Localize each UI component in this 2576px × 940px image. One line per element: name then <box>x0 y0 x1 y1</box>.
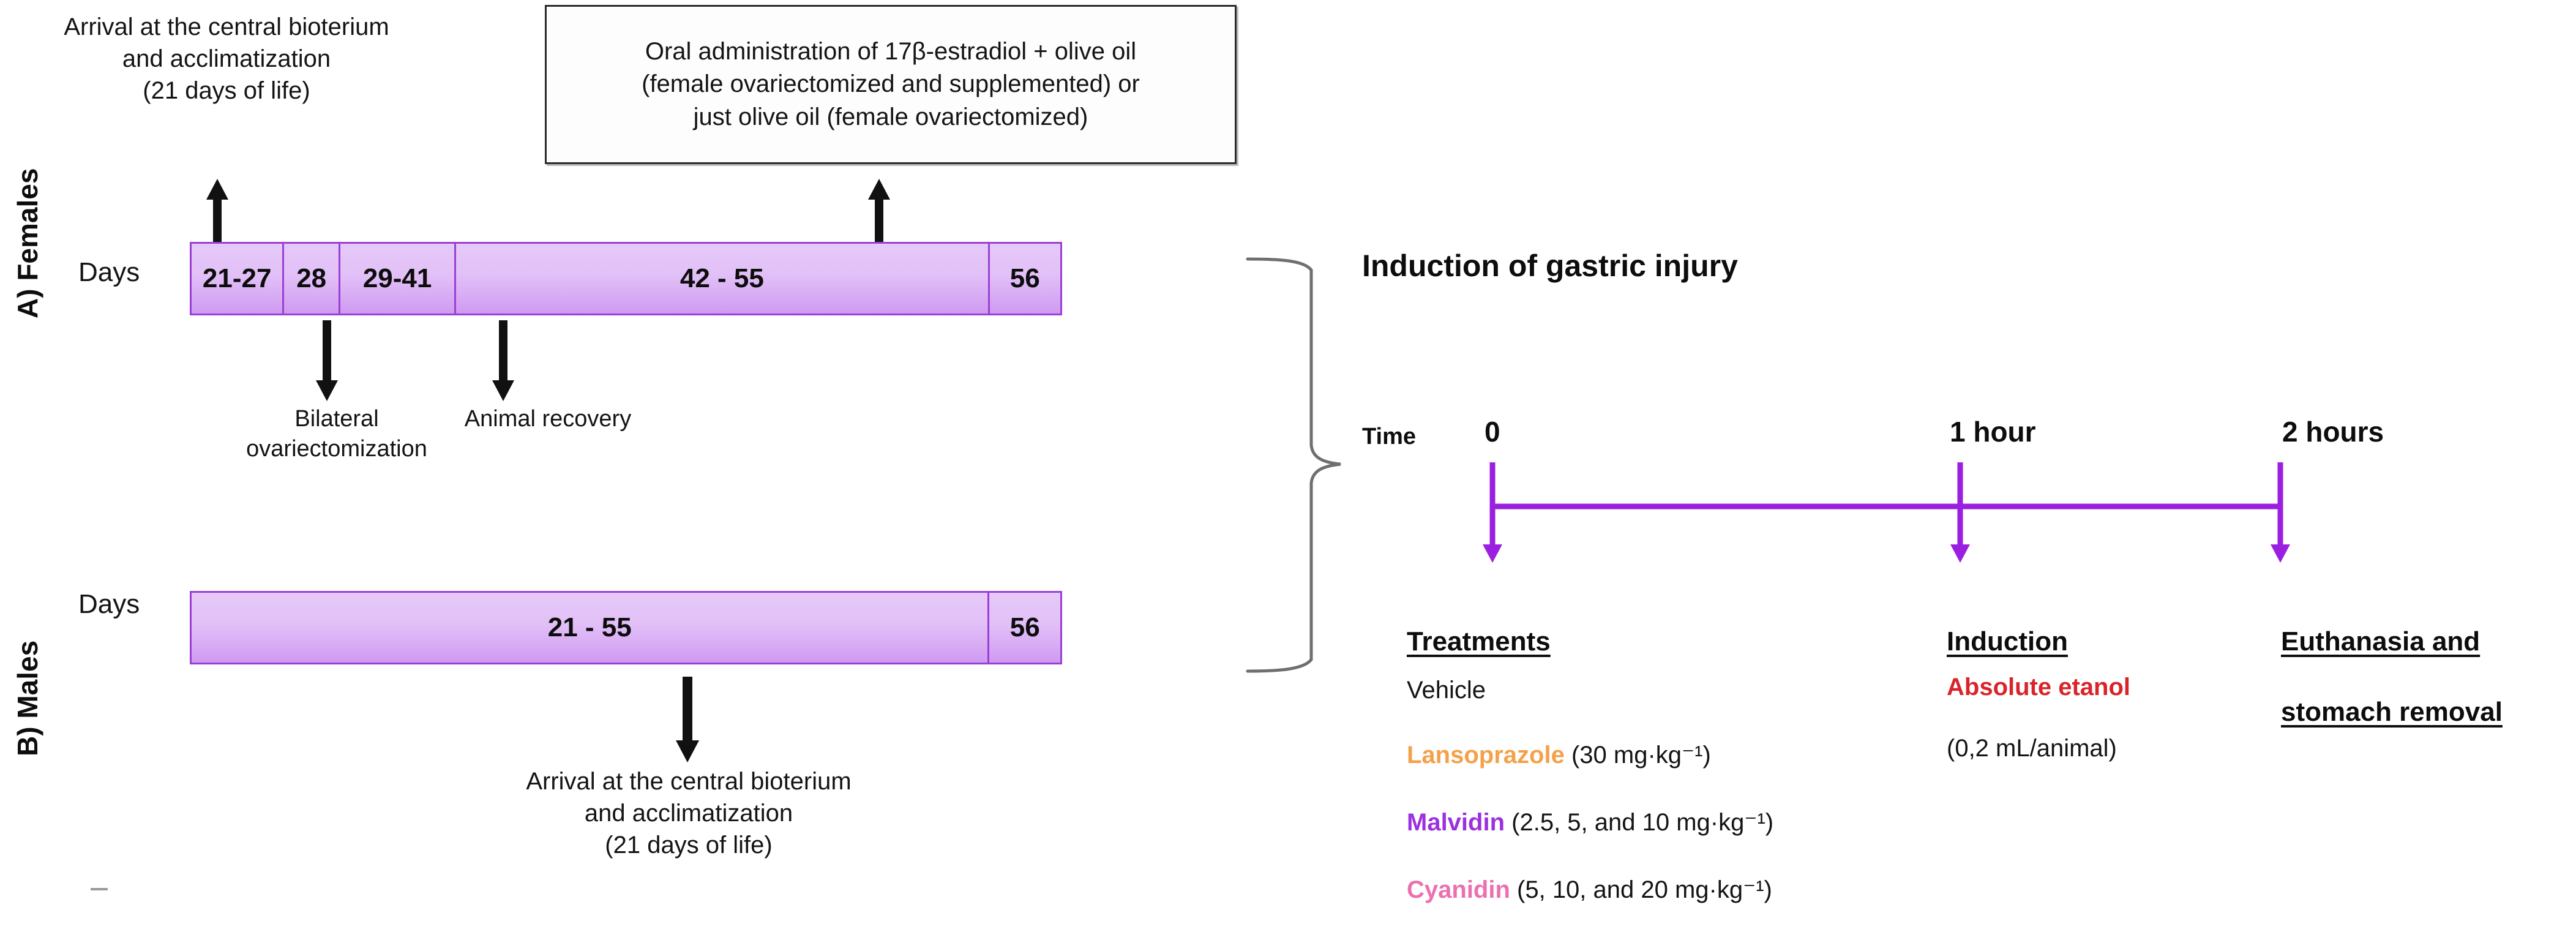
timeline-segment: 56 <box>1009 263 1040 293</box>
arrow-down-arrival-males <box>676 677 699 762</box>
timeline-segment: 56 <box>1009 612 1040 642</box>
column-heading-euthanasia-line1: Euthanasia and <box>2281 626 2481 657</box>
arrow-up-oral-administration <box>868 179 890 258</box>
section-label-females: A) Females <box>12 168 43 318</box>
time-point-label: 2 hours <box>2282 416 2384 448</box>
caption-animal-recovery: Animal recovery <box>464 406 632 432</box>
treatment-name: Vehicle <box>1407 677 1486 704</box>
timeline-segment: 21 - 55 <box>192 593 990 663</box>
treatment-item-cyanidin: Cyanidin (5, 10, and 20 mg·kg⁻¹) <box>1407 876 1772 904</box>
timeline-segment: 28 <box>284 244 340 314</box>
time-point-label: 0 <box>1485 416 1500 448</box>
column-heading-induction-text: Induction <box>1947 626 2068 657</box>
caption-arrival-bottom: Arrival at the central bioterium and acc… <box>526 768 852 859</box>
column-heading-induction: Induction <box>1947 589 2068 659</box>
caption-arrival-top: Arrival at the central bioterium and acc… <box>64 13 389 104</box>
timeline-segment: 21-27 <box>192 244 285 314</box>
callout-oral-administration: Oral administration of 17β-estradiol + o… <box>545 5 1237 164</box>
column-heading-euthanasia-line2: stomach removal <box>2281 696 2503 727</box>
induction-item-etanol: Absolute etanol <box>1947 674 2131 701</box>
column-heading-treatments-text: Treatments <box>1407 626 1551 657</box>
timeline-tick-2-hours <box>2271 462 2290 563</box>
arrow-down-animal-recovery <box>492 320 514 401</box>
days-label-females: Days <box>78 257 140 287</box>
treatment-dose: (30 mg·kg⁻¹) <box>1564 742 1711 769</box>
gastric-injury-timeline <box>1483 462 2290 563</box>
time-axis-label: Time <box>1362 424 1417 449</box>
timeline-segment: 42 - 55 <box>456 244 990 314</box>
treatment-name: Lansoprazole <box>1407 742 1565 769</box>
days-label-males: Days <box>78 589 140 619</box>
caption-ovariectomization: Bilateral ovariectomization <box>246 406 427 462</box>
timeline-bar-males: 21 - 55 56 <box>190 591 1062 664</box>
treatment-name: Cyanidin <box>1407 876 1510 903</box>
column-heading-euthanasia: Euthanasia and stomach removal <box>2281 589 2503 729</box>
grouping-brace <box>1246 257 1341 673</box>
callout-oral-administration-text: Oral administration of 17β-estradiol + o… <box>642 38 1140 130</box>
treatment-name: Malvidin <box>1407 809 1505 836</box>
treatment-item-malvidin: Malvidin (2.5, 5, and 10 mg·kg⁻¹) <box>1407 808 1773 837</box>
timeline-bar-females: 21-27 28 29-41 42 - 55 56 <box>190 242 1062 315</box>
arrow-down-ovariectomization <box>316 320 338 401</box>
treatment-item-lansoprazole: Lansoprazole (30 mg·kg⁻¹) <box>1407 741 1711 769</box>
induction-item-volume: (0,2 mL/animal) <box>1947 735 2117 762</box>
time-point-label: 1 hour <box>1950 416 2036 448</box>
arrow-up-arrival <box>206 179 228 258</box>
treatment-dose: (2.5, 5, and 10 mg·kg⁻¹) <box>1505 809 1774 836</box>
treatment-item-vehicle: Vehicle <box>1407 677 1486 704</box>
timeline-segment: 29-41 <box>340 244 457 314</box>
treatment-dose: (5, 10, and 20 mg·kg⁻¹) <box>1510 876 1772 903</box>
decorative-tick <box>91 888 108 890</box>
section-label-males: B) Males <box>12 640 43 756</box>
timeline-tick-0 <box>1483 462 1502 563</box>
timeline-tick-1-hour <box>1950 462 1970 563</box>
panel-title-induction: Induction of gastric injury <box>1362 249 1738 283</box>
column-heading-treatments: Treatments <box>1407 589 1551 659</box>
